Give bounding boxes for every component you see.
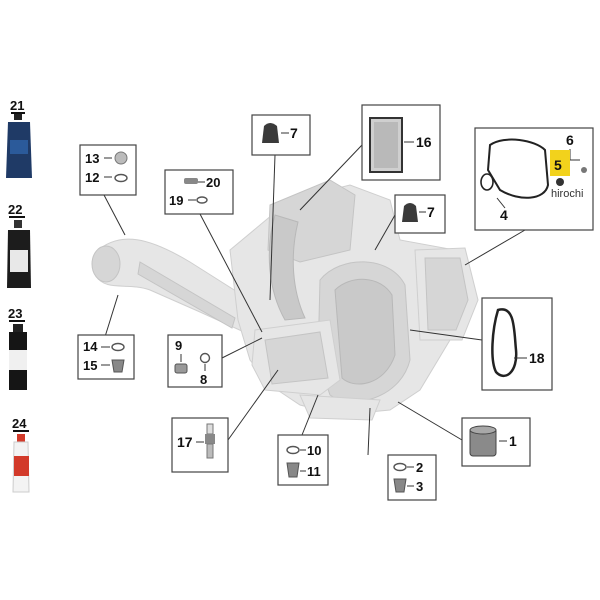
- rubber-cap-icon-2: [402, 203, 418, 222]
- part-number-24: 24: [12, 416, 27, 431]
- highlight-box: [550, 150, 570, 176]
- drive-belt-icon: [491, 308, 518, 378]
- part-number-23: 23: [8, 306, 22, 321]
- cover-gasket-icon: [486, 138, 550, 199]
- spark-plug-icon: [205, 423, 215, 459]
- side-part-21[interactable]: 21: [6, 98, 32, 178]
- part-number-21: 21: [10, 98, 24, 113]
- side-part-23[interactable]: 23: [8, 306, 27, 390]
- callout-20: 20: [206, 175, 220, 190]
- seal-ring-icon: [196, 196, 208, 204]
- callout-8: 8: [200, 372, 207, 387]
- callout-15: 15: [83, 358, 97, 373]
- washer-icon: [199, 352, 211, 364]
- callout-box-4-5-6[interactable]: 4 6 5 hirochi: [474, 127, 594, 231]
- callout-box-1[interactable]: 1: [461, 417, 531, 467]
- callout-17: 17: [177, 434, 193, 450]
- leader-lines: [103, 144, 526, 456]
- o-ring-icon-2: [111, 342, 125, 352]
- bolt-icon: [556, 167, 587, 186]
- callout-5: 5: [554, 157, 562, 173]
- air-filter-icon: [369, 117, 403, 173]
- engine-illustration: [91, 179, 479, 421]
- callout-box-7-top[interactable]: 7: [251, 114, 311, 156]
- part-number-22: 22: [8, 202, 22, 217]
- watermark-text: hirochi: [551, 188, 583, 200]
- callout-3: 3: [416, 479, 423, 494]
- callout-13: 13: [85, 151, 99, 166]
- callout-box-10-11[interactable]: 10 11: [277, 434, 329, 486]
- callout-7-mid: 7: [427, 204, 435, 220]
- callout-box-16[interactable]: 16: [361, 104, 441, 181]
- rubber-cap-icon: [262, 123, 279, 143]
- callout-6: 6: [566, 132, 574, 148]
- callout-box-7-mid[interactable]: 7: [394, 194, 446, 234]
- oil-drain-plug-icon: [286, 462, 300, 478]
- callout-12: 12: [85, 170, 99, 185]
- sensor-icon: [184, 178, 198, 184]
- callout-box-14-15[interactable]: 14 15: [77, 334, 135, 380]
- callout-box-12-13[interactable]: 13 12: [79, 144, 137, 196]
- callout-1: 1: [509, 433, 517, 449]
- spray-can-icon: [9, 324, 27, 390]
- callout-14: 14: [83, 339, 98, 354]
- drain-plug-icon: [111, 359, 125, 373]
- o-ring-icon: [114, 173, 128, 183]
- callout-box-8-9[interactable]: 9 8: [167, 334, 223, 388]
- callout-4: 4: [500, 207, 508, 223]
- oil-filler-cap-icon: [114, 151, 128, 165]
- coolant-bottle-icon: [7, 220, 31, 288]
- callout-19: 19: [169, 193, 183, 208]
- o-ring-icon-4: [393, 462, 407, 472]
- callout-7-top: 7: [290, 125, 298, 141]
- callout-box-17[interactable]: 17: [171, 417, 229, 473]
- callout-box-2-3[interactable]: 2 3: [387, 454, 437, 501]
- callout-10: 10: [307, 443, 321, 458]
- callout-18: 18: [529, 350, 545, 366]
- oil-filter-icon: [469, 425, 497, 457]
- callout-box-19-20[interactable]: 20 19: [164, 169, 234, 215]
- callout-2: 2: [416, 460, 423, 475]
- callout-16: 16: [416, 134, 432, 150]
- cleaner-bottle-icon: [12, 434, 30, 493]
- side-part-24[interactable]: 24: [12, 416, 30, 493]
- drain-screw-icon: [393, 478, 407, 493]
- callout-9: 9: [175, 338, 182, 353]
- o-ring-icon-3: [286, 445, 300, 455]
- screw-plug-icon: [174, 363, 188, 374]
- callout-box-18[interactable]: 18: [481, 297, 553, 391]
- side-part-22[interactable]: 22: [7, 202, 31, 288]
- gasket-ring-icon: [480, 173, 494, 191]
- callout-11: 11: [307, 464, 321, 479]
- oil-bottle-icon: [6, 114, 32, 178]
